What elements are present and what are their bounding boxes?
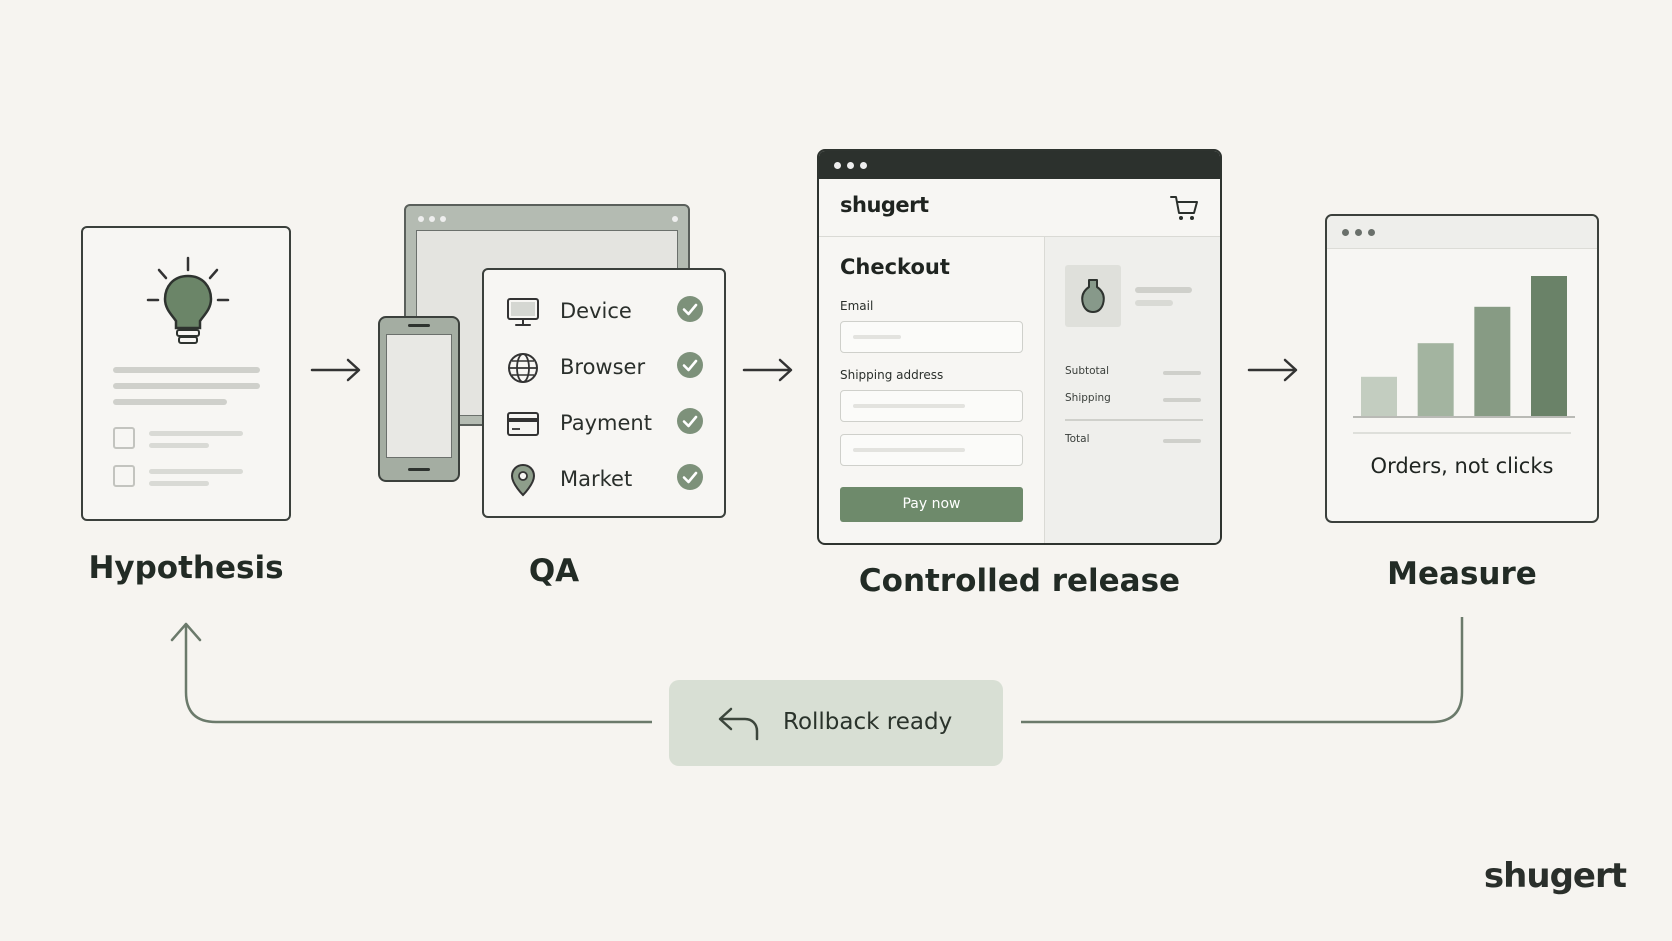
undo-arrow-icon — [718, 707, 759, 741]
text-line — [113, 399, 227, 405]
measure-window: Orders, not clicks — [1325, 214, 1599, 523]
qa-row-payment: Payment — [484, 404, 724, 444]
subtotal-label: Subtotal — [1065, 365, 1109, 377]
store-brand[interactable]: shugert — [840, 193, 929, 217]
check-circle-icon — [677, 408, 703, 434]
window-titlebar — [819, 151, 1220, 179]
email-field[interactable] — [840, 321, 1023, 353]
checkout-window: shugert Checkout Email Shipping address … — [817, 149, 1222, 545]
shipping-address-label: Shipping address — [840, 368, 944, 382]
checkbox — [113, 465, 135, 487]
chart-bar-2 — [1417, 343, 1454, 416]
text-line — [113, 383, 260, 389]
window-titlebar — [1327, 216, 1597, 249]
hypothesis-card — [81, 226, 291, 521]
shipping-label: Shipping — [1065, 392, 1111, 404]
shipping-address-field-2[interactable] — [840, 434, 1023, 466]
text-line — [149, 431, 243, 436]
stage-label-measure: Measure — [1387, 556, 1537, 592]
check-circle-icon — [677, 352, 703, 378]
shipping-value — [1163, 398, 1201, 402]
stage-label-hypothesis: Hypothesis — [88, 550, 284, 586]
chart-bar-3 — [1474, 306, 1511, 416]
shipping-address-field[interactable] — [840, 390, 1023, 422]
footer-brand-logo: shugert — [1483, 856, 1627, 896]
check-circle-icon — [677, 464, 703, 490]
qa-illustration: Device Browser — [378, 202, 728, 522]
product-thumbnail — [1065, 265, 1121, 327]
lightbulb-icon — [146, 256, 230, 344]
vase-icon — [1081, 279, 1105, 313]
globe-icon — [508, 353, 538, 383]
text-line — [149, 469, 243, 474]
qa-row-browser: Browser — [484, 348, 724, 388]
order-summary: Subtotal Shipping Total — [1044, 237, 1220, 543]
qa-row-device: Device — [484, 292, 724, 332]
chart-bar-1 — [1361, 376, 1397, 416]
chart-bar-4 — [1531, 276, 1567, 416]
total-value — [1163, 439, 1201, 443]
measure-caption: Orders, not clicks — [1370, 454, 1554, 478]
arrow-right-icon — [1247, 358, 1298, 382]
rollback-ready-badge[interactable]: Rollback ready — [669, 680, 1003, 766]
stage-label-qa: QA — [528, 553, 580, 589]
qa-checklist: Device Browser — [482, 268, 726, 518]
qa-row-market: Market — [484, 460, 724, 500]
pay-now-button[interactable]: Pay now — [840, 487, 1023, 522]
email-label: Email — [840, 299, 874, 313]
arrow-right-icon — [310, 358, 361, 382]
store-header: shugert — [819, 179, 1220, 237]
total-label: Total — [1065, 433, 1090, 445]
phone-device — [378, 316, 460, 482]
checkout-title: Checkout — [840, 255, 950, 279]
arrow-right-icon — [742, 358, 793, 382]
text-line — [149, 481, 209, 486]
cart-icon[interactable] — [1169, 193, 1199, 223]
rollback-label: Rollback ready — [783, 709, 953, 735]
text-line — [149, 443, 209, 448]
orders-bar-chart — [1353, 276, 1575, 418]
credit-card-icon — [507, 412, 539, 436]
stage-label-controlled-release: Controlled release — [858, 563, 1181, 599]
text-line — [113, 367, 260, 373]
map-pin-icon — [510, 463, 536, 497]
check-circle-icon — [677, 296, 703, 322]
checkbox — [113, 427, 135, 449]
monitor-icon — [507, 298, 539, 326]
subtotal-value — [1163, 371, 1201, 375]
